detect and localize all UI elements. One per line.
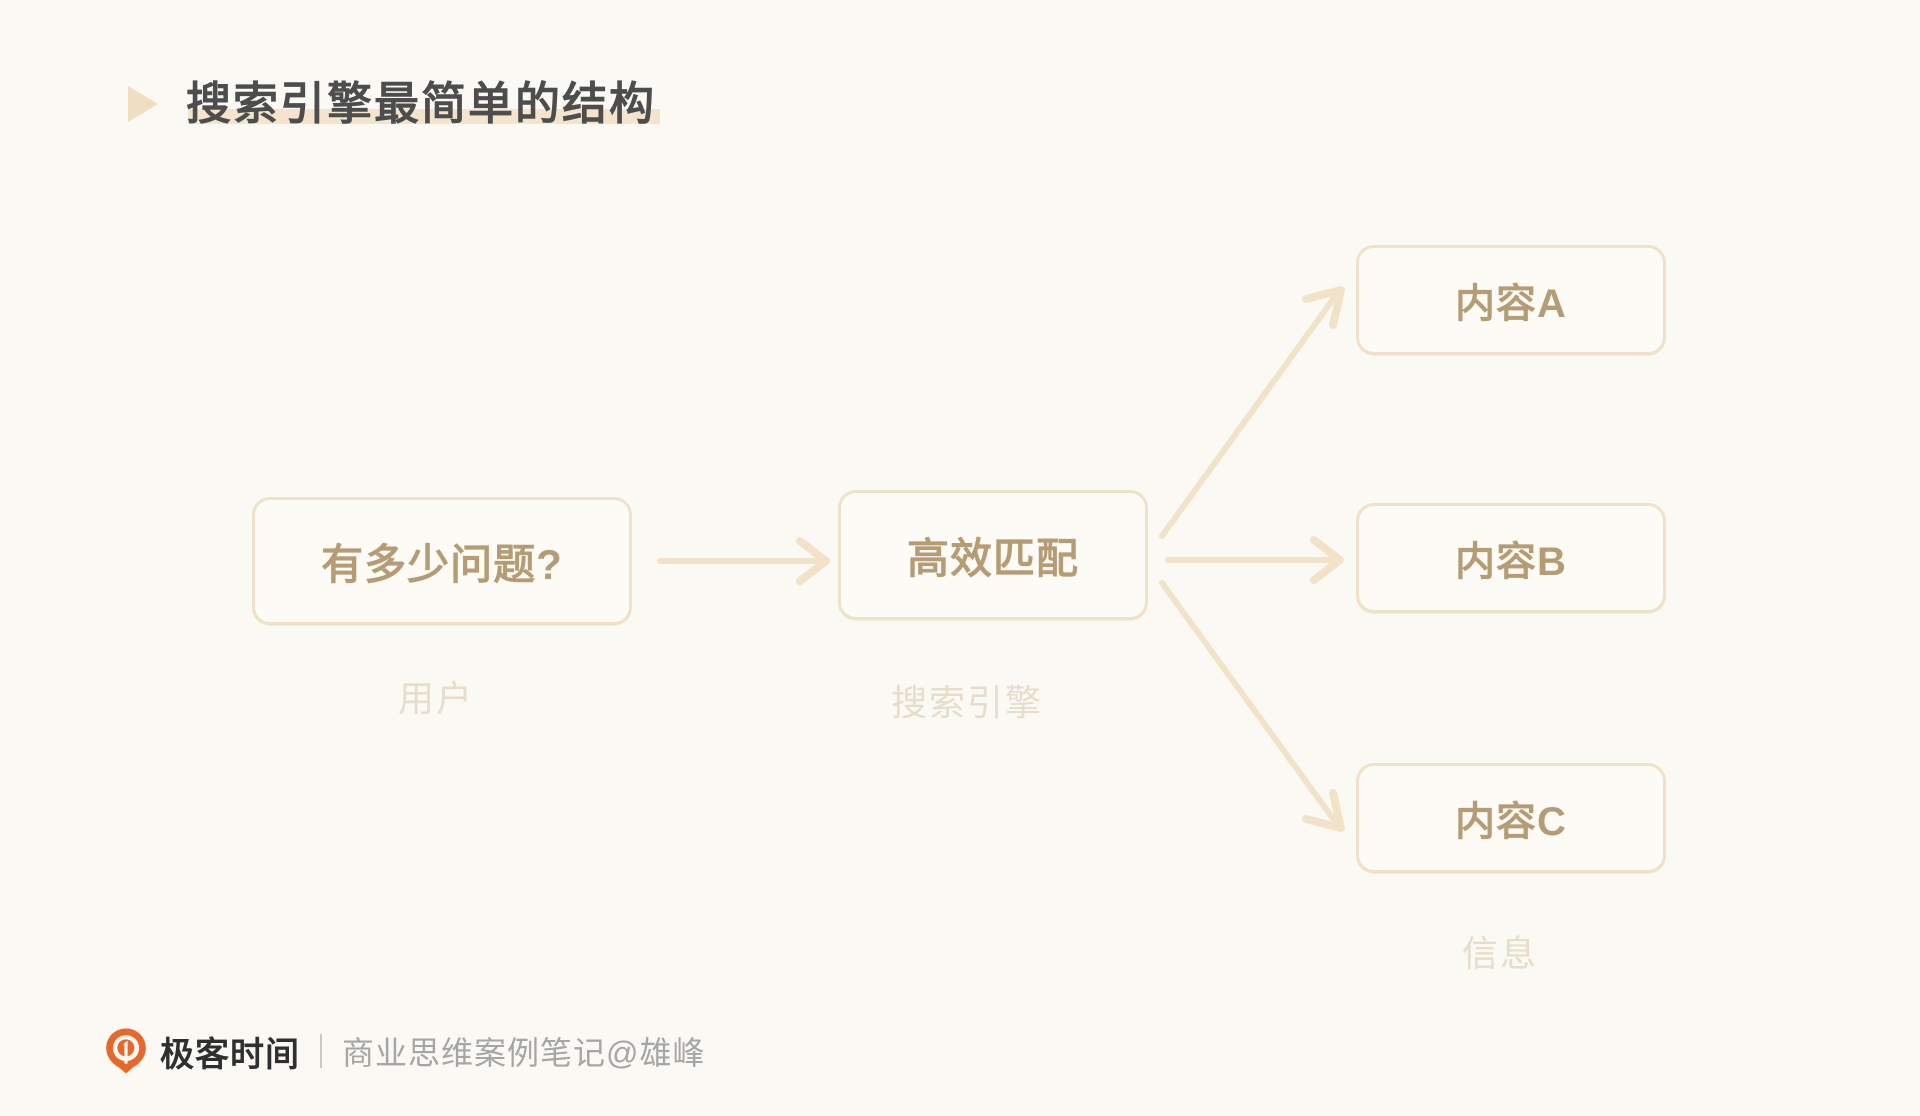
node-content-a-label: 内容A [1455, 282, 1567, 326]
geekbang-pin-logo-icon [106, 1028, 146, 1074]
triangle-right-icon [128, 86, 158, 122]
edge-engine-to-content-c [1159, 580, 1345, 832]
page-title-text-wrap: 搜索引擎最简单的结构 [186, 78, 661, 130]
page-title: 搜索引擎最简单的结构 [128, 68, 661, 140]
edge-engine-to-content-b [1165, 536, 1344, 584]
caption-search-engine: 搜索引擎 [891, 682, 1044, 723]
footer-bar: 极客时间 商业思维案例笔记@雄峰 [104, 1025, 706, 1077]
title-highlight-underline [188, 108, 661, 124]
node-search-engine-label: 高效匹配 [906, 534, 1079, 582]
edge-engine-to-content-a [1159, 286, 1345, 539]
caption-user: 用户 [398, 678, 475, 719]
edge-user-to-engine [657, 537, 830, 585]
footer-note-label: 商业思维案例笔记@雄峰 [342, 1035, 706, 1071]
node-user-question-label: 有多少问题? [321, 540, 563, 588]
node-content-b[interactable]: 内容B [1356, 503, 1666, 613]
node-content-b-label: 内容B [1455, 540, 1567, 584]
caption-information: 信息 [1462, 933, 1539, 974]
node-user-question[interactable]: 有多少问题? [252, 497, 632, 625]
node-content-a[interactable]: 内容A [1356, 245, 1666, 355]
node-search-engine[interactable]: 高效匹配 [838, 490, 1148, 620]
page-title-label: 搜索引擎最简单的结构 [186, 78, 657, 130]
node-content-c[interactable]: 内容C [1356, 763, 1666, 873]
node-content-c-label: 内容C [1455, 800, 1567, 844]
footer-brand-label: 极客时间 [160, 1035, 300, 1074]
footer-divider [320, 1034, 322, 1068]
